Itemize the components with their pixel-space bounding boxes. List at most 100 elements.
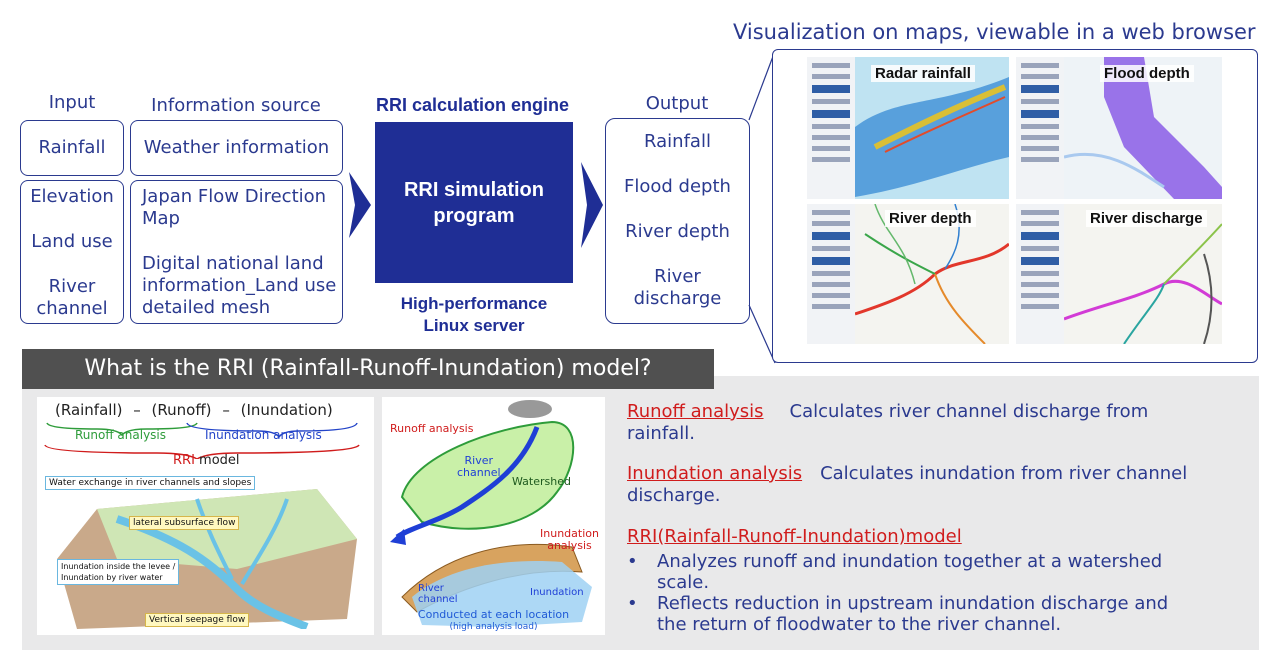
mid-river-channel-2: River channel [418,583,458,605]
input-rainfall-box: Rainfall [20,120,124,176]
visualization-header: Visualization on maps, viewable in a web… [733,20,1256,44]
output-discharge: discharge [633,288,722,309]
output-river-depth: River depth [625,221,730,242]
inundation-text-2: discharge. [627,485,721,506]
mid-river-2: River [418,583,444,594]
diagram-rri-abbr: RRI [173,453,195,468]
output-box: Rainfall Flood depth River depth River d… [605,118,750,324]
flood-depth-title: Flood depth [1100,65,1194,82]
mid-watershed: Watershed [512,475,571,488]
input-channel-label: channel [36,298,108,319]
river-discharge-map[interactable]: River discharge [1016,204,1222,344]
mid-high-load: (high analysis load) [449,622,538,632]
rri-banner: What is the RRI (Rainfall-Runoff-Inundat… [22,349,714,389]
source-dnl-line1: Digital national land [142,253,324,274]
flood-depth-map[interactable]: Flood depth [1016,57,1222,199]
mid-channel-2: channel [418,594,458,605]
formula-dash-2: – [222,401,230,419]
bullet-1: Analyzes runoff and inundation together … [657,551,1247,593]
river-discharge-overlay [1064,204,1222,344]
formula-dash-1: – [133,401,141,419]
formula-braces [44,422,360,459]
runoff-inundation-diagram: Runoff analysis River channel Watershed … [382,397,605,635]
river-depth-overlay [855,204,1009,344]
flood-depth-overlay [1064,57,1222,199]
input-terrain-box: Elevation Land use River channel [20,180,124,324]
map-sidebar [1016,204,1065,344]
diagram-rri-model: RRI model [173,453,240,468]
source-data-box: Japan Flow Direction Map Digital nationa… [130,180,343,324]
radar-rainfall-title: Radar rainfall [871,65,975,82]
output-to-maps-connector [748,50,776,364]
source-weather-label: Weather information [143,137,330,158]
formula-inundation: (Inundation) [240,401,333,419]
source-jfd-line1: Japan Flow Direction [142,186,327,207]
terrain-block-illustration [57,489,357,629]
mid-channel: channel [457,466,501,479]
output-header: Output [645,93,709,114]
river-depth-map[interactable]: River depth [807,204,1009,344]
input-river-label: River [48,276,96,297]
input-elevation-label: Elevation [30,186,114,207]
rri-engine-box: RRI simulation program [375,122,573,283]
output-flood-depth: Flood depth [624,176,731,197]
mid-runoff-analysis: Runoff analysis [390,422,474,435]
info-source-header: Information source [151,95,321,116]
bullet-2-glyph: • [627,593,638,614]
label-vertical-seepage: Vertical seepage flow [145,613,250,627]
mid-river-channel: River channel [457,455,501,479]
server-label: High-performance Linux server [375,293,573,337]
runoff-text-2: rainfall. [627,423,695,444]
server-line1: High-performance [400,294,548,313]
formula-runoff: (Runoff) [151,401,212,419]
mid-river: River [464,454,494,467]
river-depth-title: River depth [885,210,976,227]
bullet-1-line2: scale. [657,572,710,593]
radar-rainfall-map[interactable]: Radar rainfall [807,57,1009,199]
river-discharge-title: River discharge [1086,210,1207,227]
engine-line2: program [433,204,515,227]
bullet-1-line1: Analyzes runoff and inundation together … [657,551,1163,572]
bullet-2-line2: the return of floodwater to the river ch… [657,614,1062,635]
flow-arrow-to-engine [349,172,371,238]
flow-arrow-to-output [581,162,603,248]
output-rainfall: Rainfall [644,131,711,152]
source-dnl-line3: detailed mesh [142,297,271,318]
watershed-illustration [390,400,592,627]
output-river: River [654,266,701,287]
mid-inundation-analysis: Inundation analysis [540,528,599,552]
map-sidebar [1016,57,1065,199]
label-inundation-levee-2: Inundation by river water [61,573,163,582]
bullet-2: Reflects reduction in upstream inundatio… [657,593,1247,635]
rri-term: RRI(Rainfall-Runoff-Inundation)model [627,526,962,547]
label-inundation-levee-1: Inundation inside the levee / [61,562,176,571]
diagram-runoff-analysis: Runoff analysis [75,428,167,442]
runoff-text-1: Calculates river channel discharge from [789,401,1149,422]
runoff-description: Runoff analysis Calculates river channel … [627,401,1247,445]
mid-conducted-note: Conducted at each location (high analysi… [382,609,605,633]
diagram-inundation-analysis: Inundation analysis [205,428,322,442]
mid-conducted: Conducted at each location [417,608,570,621]
map-visualization-panel: Radar rainfall Flood depth River depth [772,49,1258,363]
input-header: Input [48,92,96,113]
rri-model-diagram: (Rainfall) – (Runoff) – (Inundation) Run… [37,397,374,635]
runoff-term: Runoff analysis [627,401,764,422]
label-lateral-flow: lateral subsurface flow [129,516,240,530]
bullet-2-line1: Reflects reduction in upstream inundatio… [657,593,1169,614]
rri-model-term: RRI(Rainfall-Runoff-Inundation)model [627,526,962,548]
input-land-use-label: Land use [31,231,113,252]
label-inundation-levee: Inundation inside the levee / Inundation… [57,559,180,585]
map-sidebar [807,204,856,344]
label-water-exchange: Water exchange in river channels and slo… [45,476,256,490]
formula-rainfall: (Rainfall) [55,401,123,419]
map-sidebar [807,57,856,199]
formula-line: (Rainfall) – (Runoff) – (Inundation) [55,401,333,419]
source-jfd-line2: Map [142,208,180,229]
bullet-1-glyph: • [627,551,638,572]
diagram-model-word: model [194,453,240,468]
inundation-text-1: Calculates inundation from river channel [820,463,1188,484]
source-weather-box: Weather information [130,120,343,176]
mid-analysis: analysis [547,539,592,552]
engine-line1: RRI simulation [403,178,544,201]
